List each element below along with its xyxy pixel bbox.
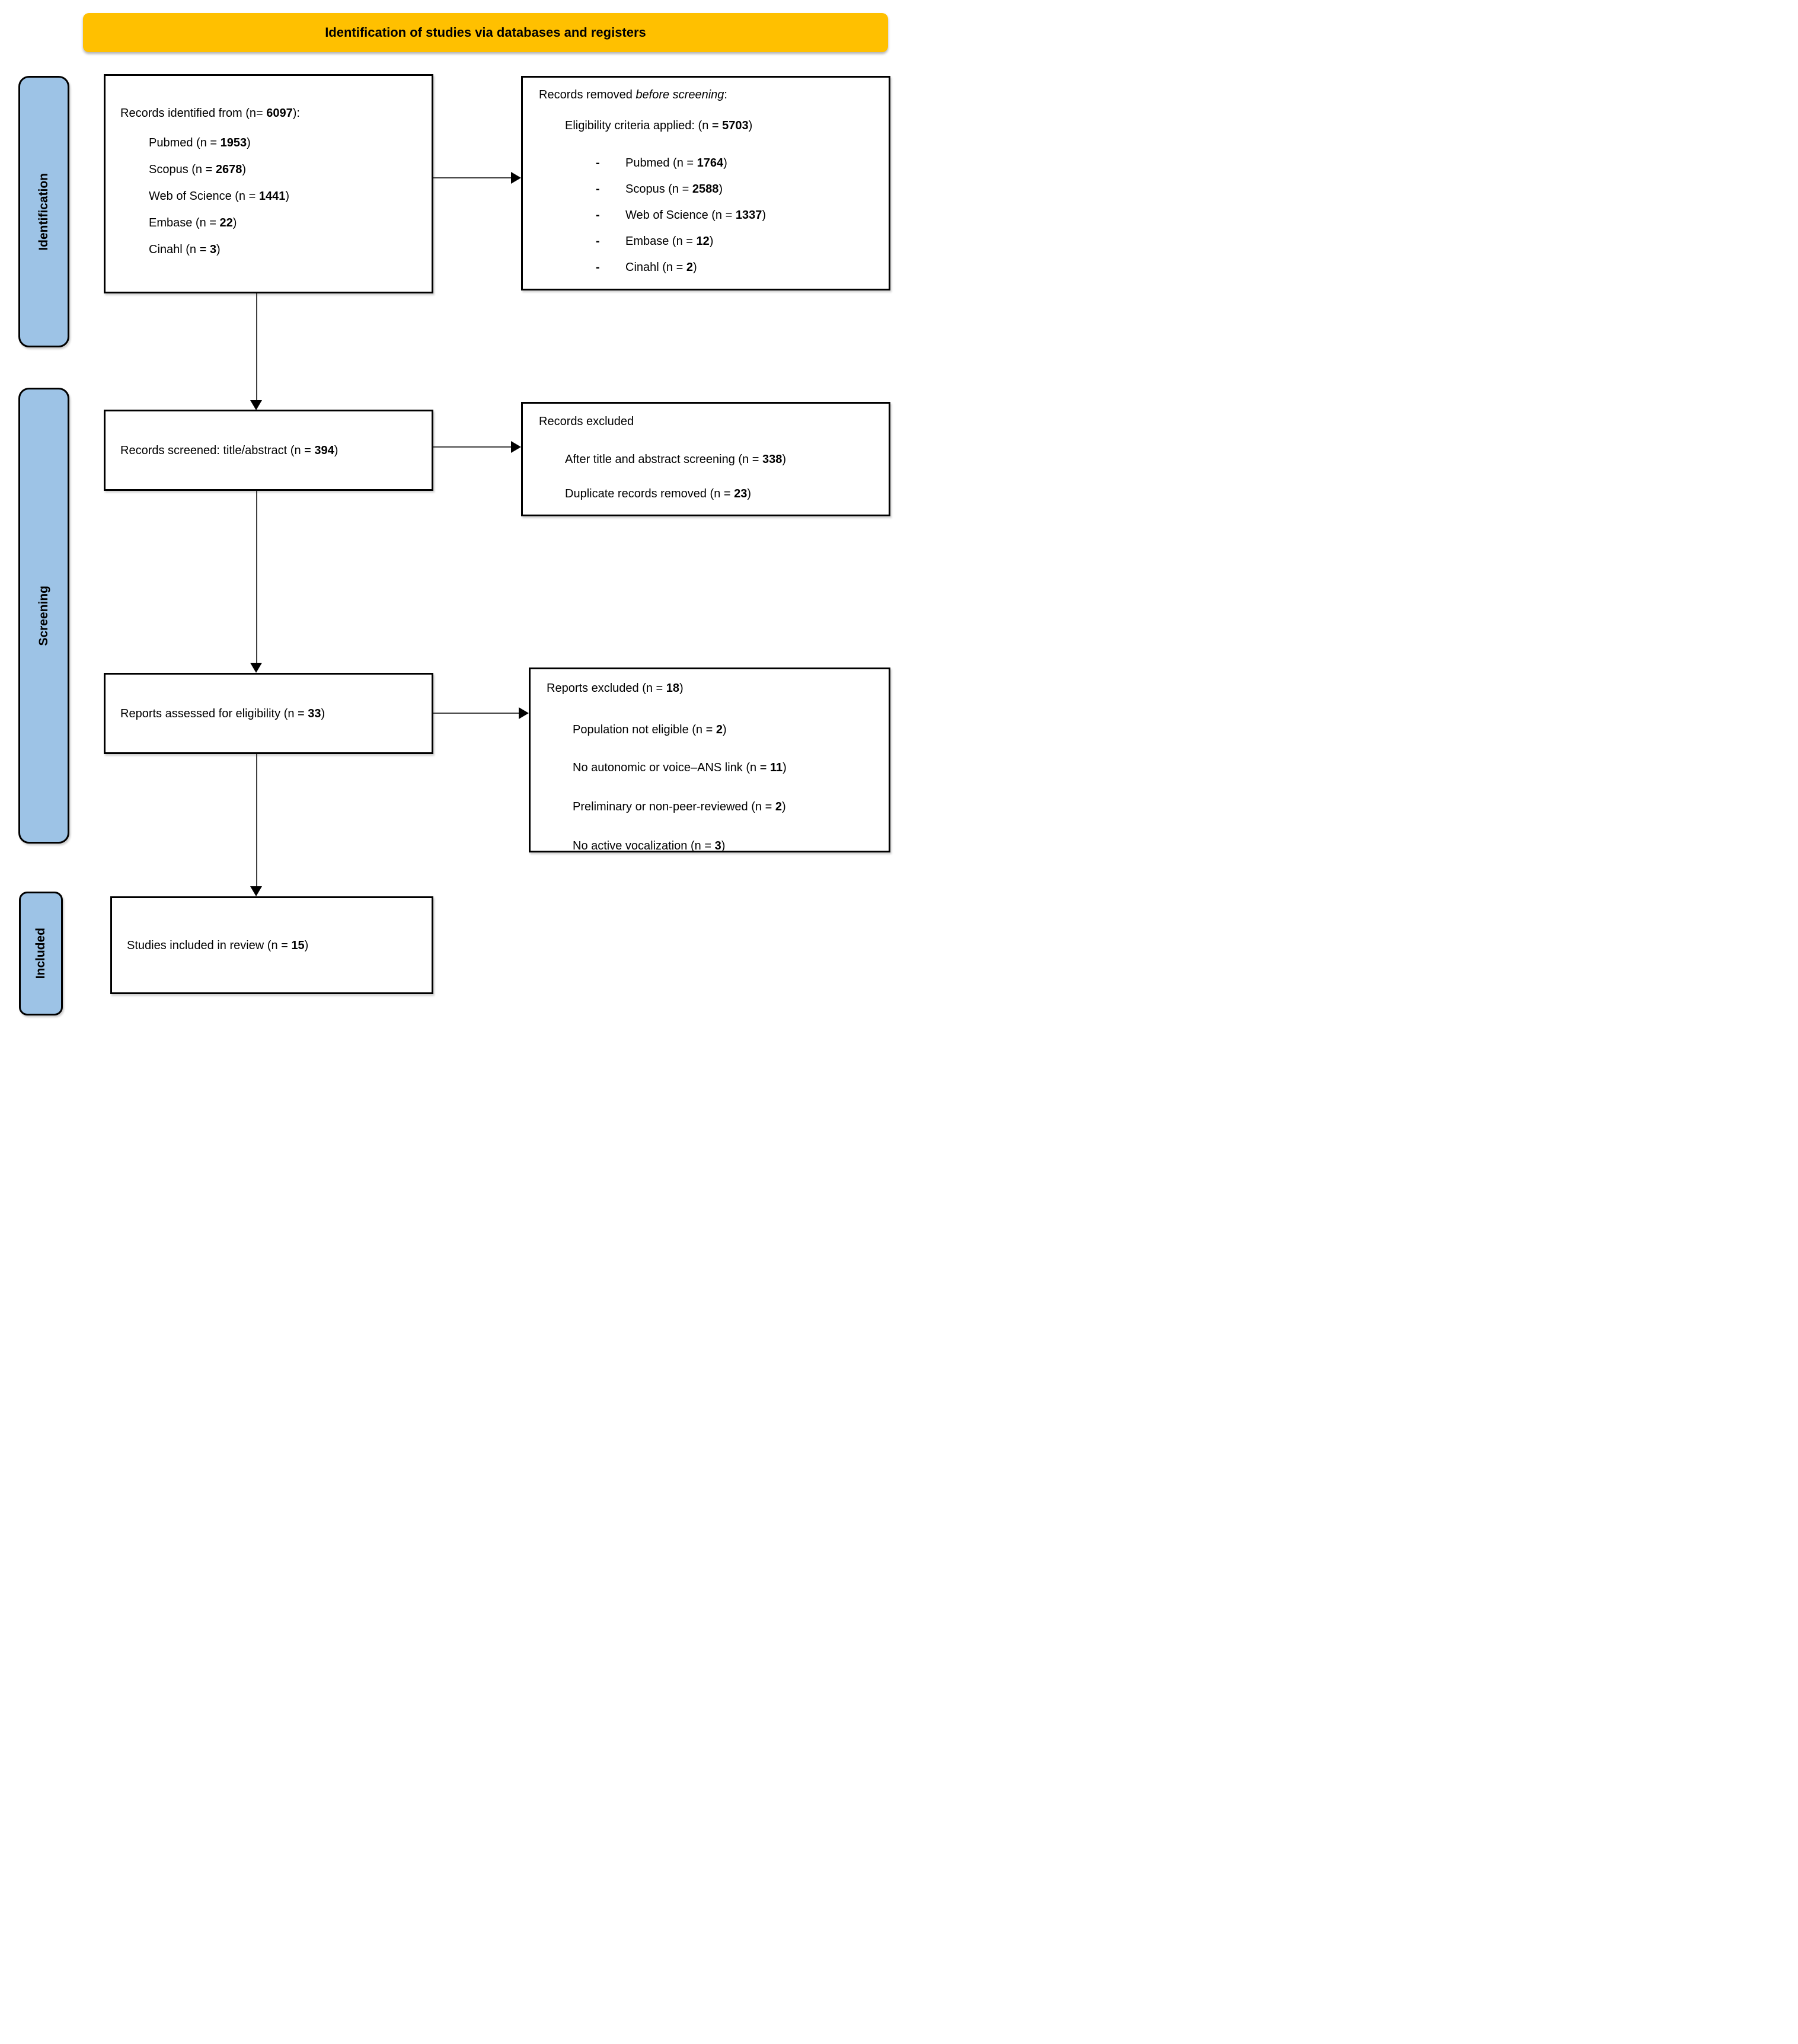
- records-removed-bullet: - Web of Science (n = 1337): [596, 202, 883, 228]
- reports-excluded-item: Preliminary or non-peer-reviewed (n = 2): [573, 800, 786, 813]
- records-excluded-item: Duplicate records removed (n = 23): [565, 487, 752, 500]
- records-removed-item: Cinahl (n = 2): [625, 261, 697, 274]
- arrow-right-icon: [511, 441, 521, 453]
- box-reports-excluded: Reports excluded (n = 18) Population not…: [529, 668, 890, 852]
- reports-excluded-item: No active vocalization (n = 3): [573, 839, 726, 852]
- banner-title: Identification of studies via databases …: [83, 13, 888, 52]
- records-removed-title: Records removed before screening:: [539, 88, 727, 101]
- records-removed-item: Pubmed (n = 1764): [625, 157, 727, 170]
- records-identified-item: Pubmed (n = 1953): [149, 136, 251, 149]
- box-reports-assessed: Reports assessed for eligibility (n = 33…: [104, 673, 433, 754]
- records-removed-subtitle: Eligibility criteria applied: (n = 5703): [565, 119, 753, 132]
- stage-label-screening-text: Screening: [37, 585, 50, 646]
- box-records-identified: Records identified from (n= 6097): Pubme…: [104, 74, 433, 293]
- records-removed-list: - Pubmed (n = 1764) - Scopus (n = 2588) …: [539, 150, 883, 280]
- prisma-flow-diagram: Identification of studies via databases …: [0, 0, 899, 1022]
- records-excluded-title: Records excluded: [539, 415, 634, 428]
- records-removed-item: Embase (n = 12): [625, 235, 714, 248]
- arrow-right-icon: [511, 172, 521, 184]
- dash-bullet-icon: -: [596, 235, 600, 248]
- records-identified-title: Records identified from (n= 6097):: [120, 107, 300, 120]
- flow-line-vertical: [256, 754, 257, 887]
- arrow-down-icon: [250, 886, 262, 896]
- reports-excluded-item: No autonomic or voice–ANS link (n = 11): [573, 761, 787, 774]
- dash-bullet-icon: -: [596, 157, 600, 170]
- records-identified-item: Cinahl (n = 3): [149, 243, 221, 256]
- dash-bullet-icon: -: [596, 261, 600, 274]
- records-screened-title: Records screened: title/abstract (n = 39…: [120, 443, 338, 457]
- stage-label-screening: Screening: [18, 388, 69, 844]
- box-records-screened: Records screened: title/abstract (n = 39…: [104, 410, 433, 491]
- flow-line-vertical: [256, 293, 257, 401]
- flow-line-horizontal: [433, 177, 512, 178]
- arrow-down-icon: [250, 400, 262, 410]
- reports-excluded-title: Reports excluded (n = 18): [547, 682, 684, 695]
- stage-label-identification: Identification: [18, 76, 69, 347]
- stage-label-included-text: Included: [34, 928, 47, 979]
- dash-bullet-icon: -: [596, 209, 600, 222]
- flow-line-vertical: [256, 491, 257, 663]
- flow-line-horizontal: [433, 446, 512, 448]
- records-removed-item: Scopus (n = 2588): [625, 183, 723, 196]
- records-identified-item: Embase (n = 22): [149, 216, 237, 229]
- reports-assessed-title: Reports assessed for eligibility (n = 33…: [120, 707, 325, 720]
- records-identified-item: Scopus (n = 2678): [149, 163, 247, 176]
- records-removed-bullet: - Embase (n = 12): [596, 228, 883, 254]
- studies-included-title: Studies included in review (n = 15): [127, 938, 309, 952]
- records-removed-bullet: - Cinahl (n = 2): [596, 254, 883, 280]
- stage-label-included: Included: [19, 892, 63, 1015]
- box-studies-included: Studies included in review (n = 15): [110, 896, 433, 994]
- arrow-down-icon: [250, 663, 262, 673]
- records-removed-item: Web of Science (n = 1337): [625, 209, 767, 222]
- records-identified-item: Web of Science (n = 1441): [149, 190, 290, 203]
- box-records-removed-before-screening: Records removed before screening: Eligib…: [521, 76, 890, 290]
- stage-label-identification-text: Identification: [37, 173, 50, 251]
- records-removed-bullet: - Pubmed (n = 1764): [596, 150, 883, 176]
- arrow-right-icon: [519, 707, 529, 719]
- reports-excluded-item: Population not eligible (n = 2): [573, 723, 727, 736]
- flow-line-horizontal: [433, 713, 519, 714]
- dash-bullet-icon: -: [596, 183, 600, 196]
- records-excluded-item: After title and abstract screening (n = …: [565, 453, 786, 466]
- box-records-excluded: Records excluded After title and abstrac…: [521, 402, 890, 516]
- records-removed-bullet: - Scopus (n = 2588): [596, 176, 883, 202]
